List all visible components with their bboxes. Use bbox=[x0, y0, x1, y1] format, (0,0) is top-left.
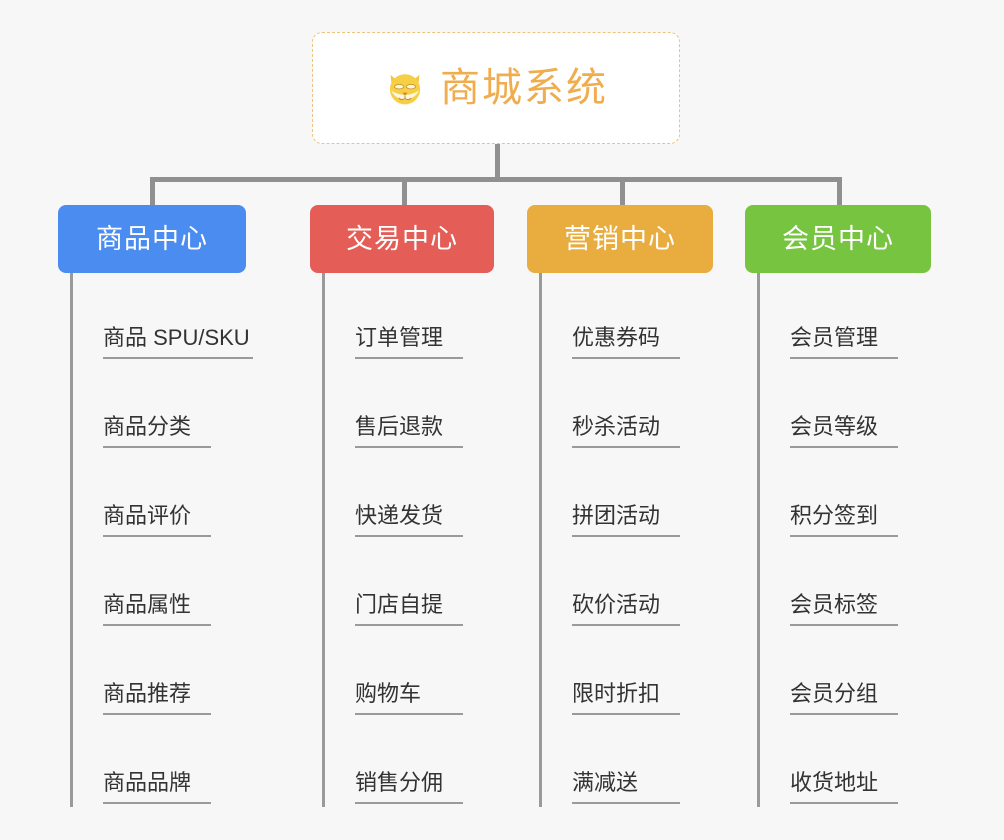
leaf-label: 商品 SPU/SKU bbox=[103, 325, 253, 359]
leaf-label: 会员等级 bbox=[790, 414, 898, 448]
leaf-item[interactable]: 商品品牌 bbox=[73, 718, 246, 807]
leaf-item[interactable]: 会员等级 bbox=[760, 362, 931, 451]
branch-header-3[interactable]: 会员中心 bbox=[745, 205, 931, 273]
leaf-item[interactable]: 商品 SPU/SKU bbox=[73, 273, 253, 362]
leaf-label: 商品推荐 bbox=[103, 681, 211, 715]
leaf-label: 优惠券码 bbox=[572, 325, 680, 359]
leaf-label: 售后退款 bbox=[355, 414, 463, 448]
leaf-label: 门店自提 bbox=[355, 592, 463, 626]
leaf-item[interactable]: 商品分类 bbox=[73, 362, 246, 451]
leaf-label: 商品评价 bbox=[103, 503, 211, 537]
leaf-item[interactable]: 积分签到 bbox=[760, 451, 931, 540]
leaf-label: 会员标签 bbox=[790, 592, 898, 626]
leaf-item[interactable]: 商品评价 bbox=[73, 451, 246, 540]
leaf-label: 商品分类 bbox=[103, 414, 211, 448]
leaf-label: 满减送 bbox=[572, 770, 680, 804]
leaf-item[interactable]: 商品推荐 bbox=[73, 629, 246, 718]
connector-branch-2 bbox=[620, 177, 625, 205]
leaf-label: 会员分组 bbox=[790, 681, 898, 715]
branch-header-label-1: 交易中心 bbox=[346, 223, 458, 254]
leaf-label: 购物车 bbox=[355, 681, 463, 715]
leaf-list-1: 订单管理 售后退款 快递发货 门店自提 购物车 销售分佣 bbox=[322, 273, 494, 807]
leaf-item[interactable]: 满减送 bbox=[542, 718, 713, 807]
leaf-label: 商品属性 bbox=[103, 592, 211, 626]
branch-header-label-3: 会员中心 bbox=[782, 223, 894, 254]
connector-branch-0 bbox=[150, 177, 155, 205]
leaf-item[interactable]: 会员标签 bbox=[760, 540, 931, 629]
leaf-label: 秒杀活动 bbox=[572, 414, 680, 448]
leaf-item[interactable]: 会员分组 bbox=[760, 629, 931, 718]
connector-root-stem bbox=[495, 144, 500, 180]
connector-horizontal-bus bbox=[150, 177, 842, 182]
leaf-list-0: 商品 SPU/SKU 商品分类 商品评价 商品属性 商品推荐 商品品牌 bbox=[70, 273, 253, 807]
leaf-item[interactable]: 拼团活动 bbox=[542, 451, 713, 540]
branch-marketing-center: 营销中心 优惠券码 秒杀活动 拼团活动 砍价活动 限时折扣 满减送 bbox=[527, 205, 713, 807]
connector-branch-1 bbox=[402, 177, 407, 205]
leaf-label: 砍价活动 bbox=[572, 592, 680, 626]
leaf-item[interactable]: 收货地址 bbox=[760, 718, 931, 807]
leaf-item[interactable]: 限时折扣 bbox=[542, 629, 713, 718]
leaf-item[interactable]: 订单管理 bbox=[325, 273, 494, 362]
leaf-label: 收货地址 bbox=[790, 770, 898, 804]
leaf-item[interactable]: 商品属性 bbox=[73, 540, 246, 629]
root-node[interactable]: 商城系统 bbox=[312, 32, 680, 144]
connector-branch-3 bbox=[837, 177, 842, 205]
leaf-label: 积分签到 bbox=[790, 503, 898, 537]
leaf-label: 销售分佣 bbox=[355, 770, 463, 804]
leaf-item[interactable]: 销售分佣 bbox=[325, 718, 494, 807]
leaf-label: 商品品牌 bbox=[103, 770, 211, 804]
leaf-item[interactable]: 门店自提 bbox=[325, 540, 494, 629]
branch-header-0[interactable]: 商品中心 bbox=[58, 205, 246, 273]
dog-face-icon bbox=[384, 67, 426, 109]
leaf-label: 订单管理 bbox=[355, 325, 463, 359]
branch-header-label-0: 商品中心 bbox=[96, 223, 208, 254]
leaf-item[interactable]: 秒杀活动 bbox=[542, 362, 713, 451]
leaf-item[interactable]: 售后退款 bbox=[325, 362, 494, 451]
leaf-label: 拼团活动 bbox=[572, 503, 680, 537]
leaf-item[interactable]: 砍价活动 bbox=[542, 540, 713, 629]
branch-header-2[interactable]: 营销中心 bbox=[527, 205, 713, 273]
branch-header-label-2: 营销中心 bbox=[564, 223, 676, 254]
leaf-item[interactable]: 优惠券码 bbox=[542, 273, 713, 362]
leaf-item[interactable]: 会员管理 bbox=[760, 273, 931, 362]
branch-header-1[interactable]: 交易中心 bbox=[310, 205, 494, 273]
leaf-label: 快递发货 bbox=[355, 503, 463, 537]
leaf-item[interactable]: 快递发货 bbox=[325, 451, 494, 540]
leaf-label: 限时折扣 bbox=[572, 681, 680, 715]
leaf-label: 会员管理 bbox=[790, 325, 898, 359]
branch-member-center: 会员中心 会员管理 会员等级 积分签到 会员标签 会员分组 收货地址 bbox=[745, 205, 931, 807]
branch-product-center: 商品中心 商品 SPU/SKU 商品分类 商品评价 商品属性 商品推荐 商品品牌 bbox=[58, 205, 253, 807]
root-title: 商城系统 bbox=[440, 66, 608, 110]
leaf-item[interactable]: 购物车 bbox=[325, 629, 494, 718]
leaf-list-2: 优惠券码 秒杀活动 拼团活动 砍价活动 限时折扣 满减送 bbox=[539, 273, 713, 807]
leaf-list-3: 会员管理 会员等级 积分签到 会员标签 会员分组 收货地址 bbox=[757, 273, 931, 807]
branch-trade-center: 交易中心 订单管理 售后退款 快递发货 门店自提 购物车 销售分佣 bbox=[310, 205, 494, 807]
